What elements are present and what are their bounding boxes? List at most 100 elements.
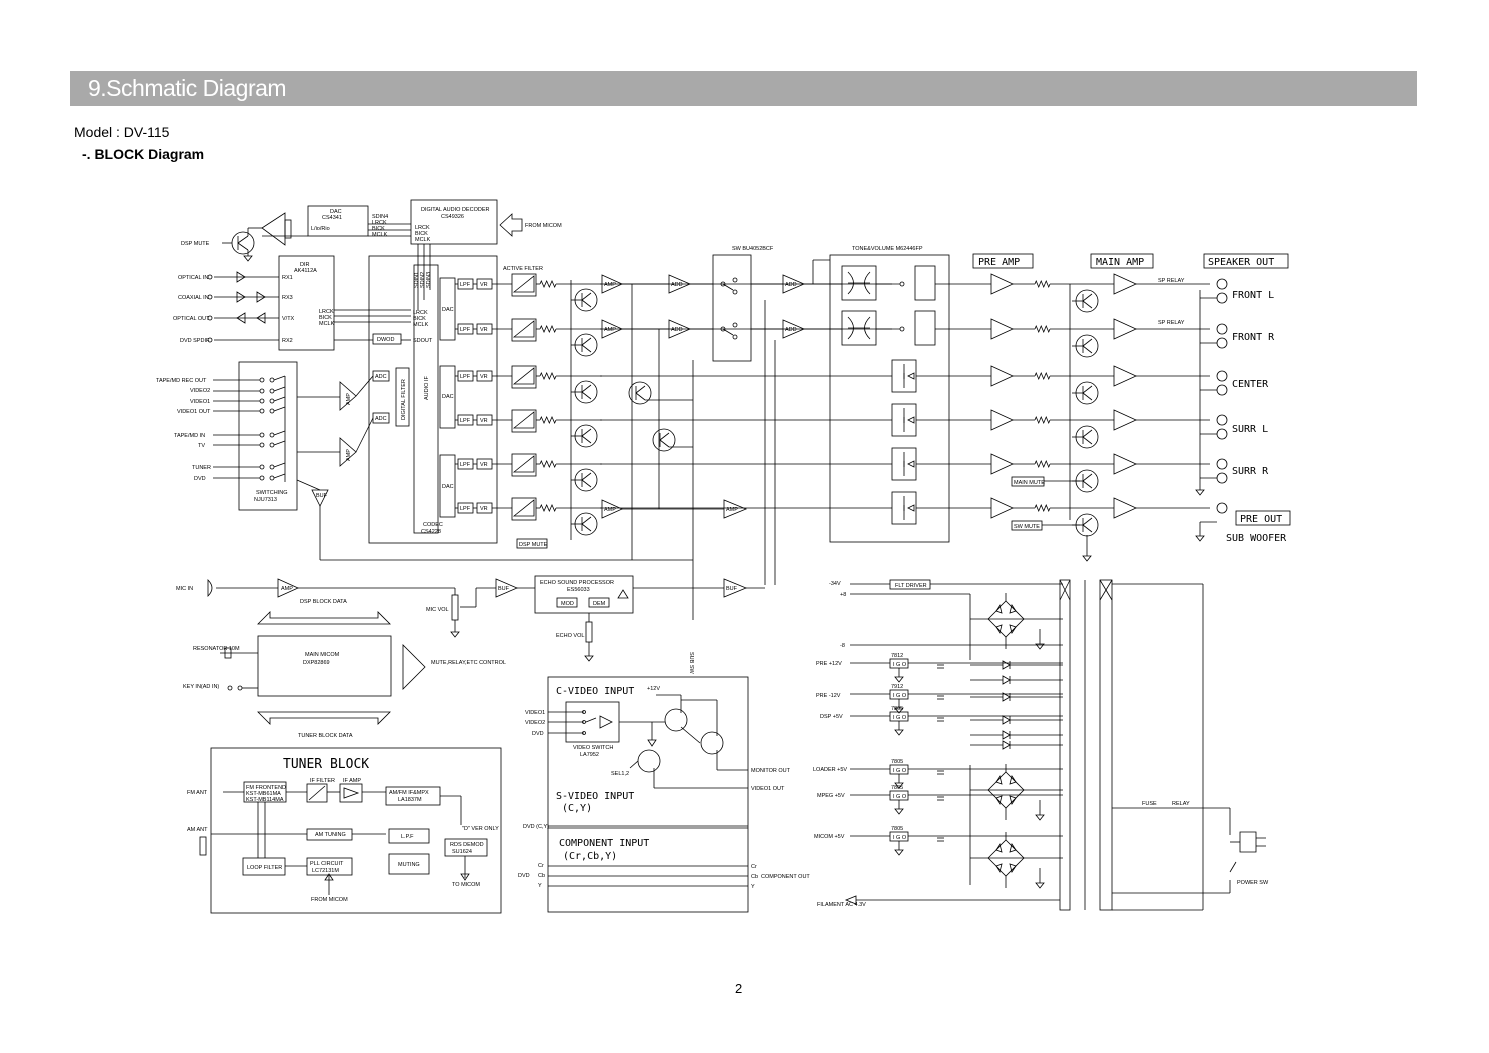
output-transistor xyxy=(1072,381,1099,405)
digital-inputs: OPTICAL IN COAXIAL IN OPTICAL OUT DVD SP… xyxy=(173,271,279,344)
cr-in-label: Cr xyxy=(538,863,544,869)
regulator-pins: I G O xyxy=(893,715,907,721)
codec-pin-lrck: LRCK xyxy=(413,310,428,316)
regulator-label: 7805 xyxy=(891,785,903,791)
lpf-label: LPF xyxy=(460,282,471,288)
buffer-transistor xyxy=(571,468,598,492)
video-switch-part: LA7952 xyxy=(580,752,599,758)
mic-in-label: MIC IN xyxy=(176,586,193,592)
pre-amp-label-box: PRE AMP xyxy=(972,253,1034,269)
sp-relay-label-1: SP RELAY xyxy=(1158,278,1185,284)
from-micom-arrow: FROM MICOM xyxy=(499,213,562,237)
video-block: C-VIDEO INPUT +12V VIDEO1 VIDEO2 DVD VID… xyxy=(518,676,810,913)
am-fm-label: AM/FM IF&MPX xyxy=(389,790,429,796)
sub-woofer-label: SUB WOOFER xyxy=(1226,533,1287,544)
switch-arm xyxy=(273,462,286,468)
vr-label: VR xyxy=(480,327,488,333)
audio-if-label: AUDIO IF xyxy=(424,376,430,400)
flt-driver-label: FLT DRIVER xyxy=(895,583,927,589)
output-channels xyxy=(600,273,1228,562)
amp-a2: AMP xyxy=(604,327,616,333)
optical-in-label: OPTICAL IN xyxy=(178,275,208,281)
pre-out-box: PRE OUT xyxy=(1235,510,1291,526)
dac-speaker-icon xyxy=(261,212,308,246)
fm-frontend-label: FM FRONTEND xyxy=(246,785,286,791)
ground-symbol xyxy=(894,676,904,683)
dir-rx3: RX3 xyxy=(282,295,293,301)
switch-contact xyxy=(269,432,275,438)
section-label: -. BLOCK Diagram xyxy=(82,146,205,162)
sub-sw-label: SUB SW xyxy=(688,652,694,675)
codec-input-amps: AMP AMP BUF xyxy=(296,375,693,561)
cr-out-label: Cr xyxy=(751,864,757,870)
switch-contact xyxy=(269,464,275,470)
diode-arrow xyxy=(995,863,1003,873)
main-amp-label-box: MAIN AMP xyxy=(1090,253,1154,269)
codec-block: CODEC CS4228 DWOD LRCK BICK MCLK SDOUT A… xyxy=(334,255,498,544)
decoder-title: DIGITAL AUDIO DECODER xyxy=(421,207,489,213)
active-filter-row xyxy=(511,273,602,540)
rail-micom: MICOM +5V xyxy=(814,834,845,840)
decoder-pin-lrck: LRCK xyxy=(415,225,430,231)
add-3: ADD xyxy=(785,282,797,288)
component-sub-label: (Cr,Cb,Y) xyxy=(563,851,617,862)
ground-symbol xyxy=(894,808,904,815)
sel12-label: SEL1,2 xyxy=(611,771,629,777)
mid-transistors xyxy=(628,381,693,452)
sdin-labels: SDIN4 LRCK BICK MCLK xyxy=(372,214,388,238)
tone-volume-block xyxy=(829,254,950,543)
filter-resistor xyxy=(539,416,557,424)
relay-label: RELAY xyxy=(1172,801,1190,807)
add-4: ADD xyxy=(785,327,797,333)
pre-amp-triangle xyxy=(990,273,1014,295)
main-amp-triangle xyxy=(1113,497,1137,519)
switching-block: SWITCHING NJU7313 xyxy=(238,361,298,511)
buf-small-label: BUF xyxy=(316,493,328,499)
dir-label: DIR xyxy=(300,262,310,268)
speaker-terminal xyxy=(1216,292,1228,304)
diode-arrow xyxy=(995,795,1003,805)
filter-resistor xyxy=(539,504,557,512)
fm-part2-label: KST-MB114MA xyxy=(246,797,284,803)
lpf-label: LPF xyxy=(460,374,471,380)
resonator-label: RESONATOR 10M xyxy=(193,646,240,652)
active-filter-ramp xyxy=(512,367,535,385)
main-micom-label: MAIN MICOM xyxy=(305,652,340,658)
echo-vol-label: ECHO VOL xyxy=(556,633,584,639)
adc1-label: ADC xyxy=(375,374,387,380)
filter-resistor xyxy=(539,372,557,380)
dvd-cy-label: DVD (C,Y) xyxy=(523,824,549,830)
codec-dac1: DAC xyxy=(442,307,454,313)
tone-volume-label: TONE&VOLUME M62446FP xyxy=(852,246,923,252)
diode-arrow xyxy=(1009,775,1017,785)
codec-part-label: CS4228 xyxy=(421,529,441,535)
dir-vtx: V/TX xyxy=(282,316,295,322)
dir-part-label: AK4112A xyxy=(294,268,317,274)
output-resistor xyxy=(1034,415,1051,425)
lpf-tuner-label: L.P.F xyxy=(401,834,414,840)
speaker-terminal xyxy=(1216,384,1228,396)
fuse-label: FUSE xyxy=(1142,801,1157,807)
echo-part-label: ES56033 xyxy=(567,587,590,593)
speaker-front-l: FRONT L xyxy=(1232,290,1274,301)
codec-pin-sdout: SDOUT xyxy=(413,338,433,344)
speaker-center: CENTER xyxy=(1232,379,1269,390)
regulator-pins: I G O xyxy=(893,662,907,668)
active-filter-box xyxy=(511,365,537,389)
switch-contact xyxy=(259,408,265,414)
diode-arrow xyxy=(1009,843,1017,853)
pre-amp-triangle xyxy=(990,365,1014,387)
sdin3-label: SDIN3 xyxy=(426,272,432,288)
rds-part-label: SU1624 xyxy=(452,849,472,855)
tuner-block: TUNER BLOCK FM ANT AM ANT FM FRONTEND KS… xyxy=(187,747,502,914)
output-resistor xyxy=(1034,503,1051,513)
switch-arm xyxy=(273,430,286,436)
rail-diode xyxy=(1002,660,1011,670)
speaker-terminal xyxy=(1216,472,1228,484)
lpf-label: LPF xyxy=(460,506,471,512)
video1-out-v-label: VIDEO1 OUT xyxy=(751,786,785,792)
vr-label: VR xyxy=(480,418,488,424)
speaker-terminal xyxy=(1216,502,1228,514)
regulator-label: 7912 xyxy=(891,684,903,690)
